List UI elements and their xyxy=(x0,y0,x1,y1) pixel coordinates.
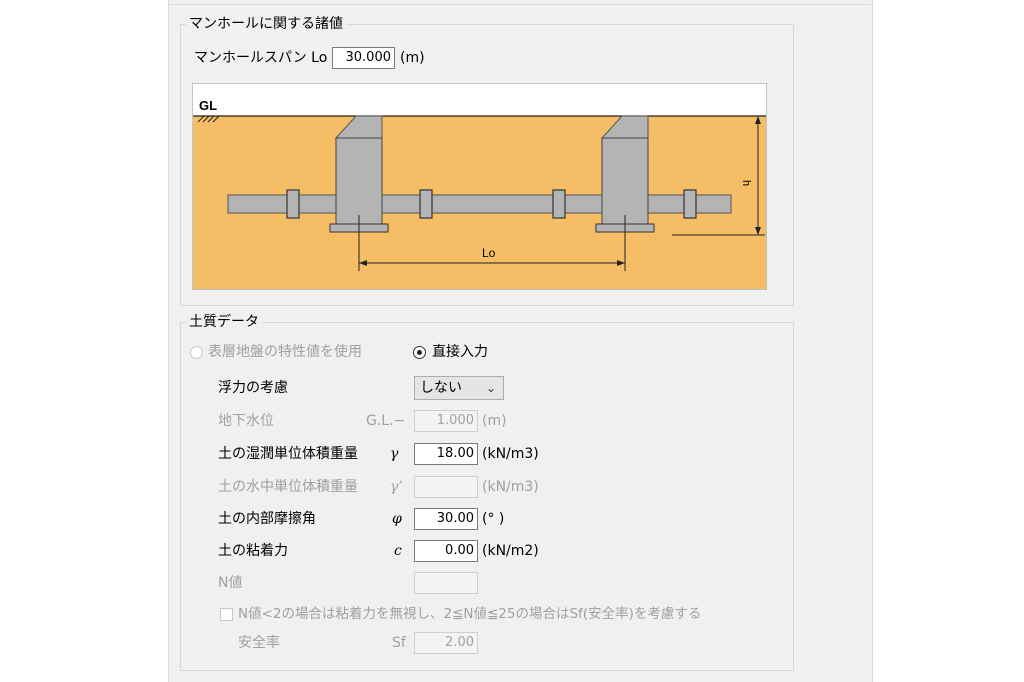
safety-input[interactable]: 2.00 xyxy=(414,632,478,654)
span-input[interactable]: 30.000 xyxy=(332,47,395,69)
sub-weight-label: 土の水中単位体積重量 xyxy=(218,479,358,495)
radio-surface[interactable] xyxy=(190,346,203,359)
n-value-input[interactable] xyxy=(414,572,478,594)
pipe-joint xyxy=(552,189,566,219)
friction-input[interactable]: 30.00 xyxy=(414,508,478,530)
safety-symbol: Sf xyxy=(392,635,406,651)
gl-label: GL xyxy=(199,98,217,113)
n-value-label: N値 xyxy=(218,575,243,591)
n-value-checkbox[interactable] xyxy=(220,608,233,621)
radio-direct-label: 直接入力 xyxy=(432,344,488,360)
span-label: マンホールスパン Lo xyxy=(194,50,328,66)
manhole-group xyxy=(180,24,794,306)
n-value-checkbox-label: N値<2の場合は粘着力を無視し、2≦N値≦25の場合はSf(安全率)を考慮する xyxy=(238,606,702,622)
soil-group xyxy=(180,322,794,671)
cohesion-symbol: c xyxy=(394,543,402,559)
lo-label: Lo xyxy=(482,246,496,260)
friction-label: 土の内部摩擦角 xyxy=(218,511,316,527)
groundwater-input[interactable]: 1.000 xyxy=(414,410,478,432)
span-unit: (m) xyxy=(400,50,425,66)
safety-label: 安全率 xyxy=(238,635,280,651)
sub-weight-unit: (kN/m3) xyxy=(482,479,539,495)
pipe-joint xyxy=(419,189,433,219)
wet-weight-symbol: γ xyxy=(390,446,399,462)
soil-group-title: 土質データ xyxy=(186,313,262,331)
manhole-group-title: マンホールに関する諸値 xyxy=(186,15,346,33)
sub-weight-input[interactable] xyxy=(414,476,478,498)
cohesion-input[interactable]: 0.00 xyxy=(414,540,478,562)
radio-surface-label: 表層地盤の特性値を使用 xyxy=(208,344,362,360)
wet-weight-input[interactable]: 18.00 xyxy=(414,443,478,465)
friction-symbol: φ xyxy=(392,511,402,527)
groundwater-label: 地下水位 xyxy=(218,413,274,429)
friction-unit: (° ) xyxy=(482,511,505,527)
radio-direct[interactable] xyxy=(413,346,426,359)
groundwater-unit: (m) xyxy=(482,413,507,429)
pipe xyxy=(227,194,732,214)
cohesion-label: 土の粘着力 xyxy=(218,543,288,559)
pipe-joint xyxy=(286,189,300,219)
top-divider xyxy=(168,4,871,5)
buoyancy-label: 浮力の考慮 xyxy=(218,380,288,396)
wet-weight-label: 土の湿潤単位体積重量 xyxy=(218,446,358,462)
cohesion-unit: (kN/m2) xyxy=(482,543,539,559)
sub-weight-symbol: γ’ xyxy=(390,479,403,495)
manhole-diagram: GL Lo xyxy=(191,82,768,291)
h-label: h xyxy=(740,180,752,186)
pipe-joint xyxy=(683,189,697,219)
ground-hatch-icon xyxy=(197,115,220,123)
wet-weight-unit: (kN/m3) xyxy=(482,446,539,462)
chevron-down-icon: ⌄ xyxy=(485,381,496,395)
groundwater-prefix: G.L.− xyxy=(366,413,406,429)
buoyancy-value: しない xyxy=(420,380,462,396)
buoyancy-select[interactable]: しない ⌄ xyxy=(414,376,504,400)
